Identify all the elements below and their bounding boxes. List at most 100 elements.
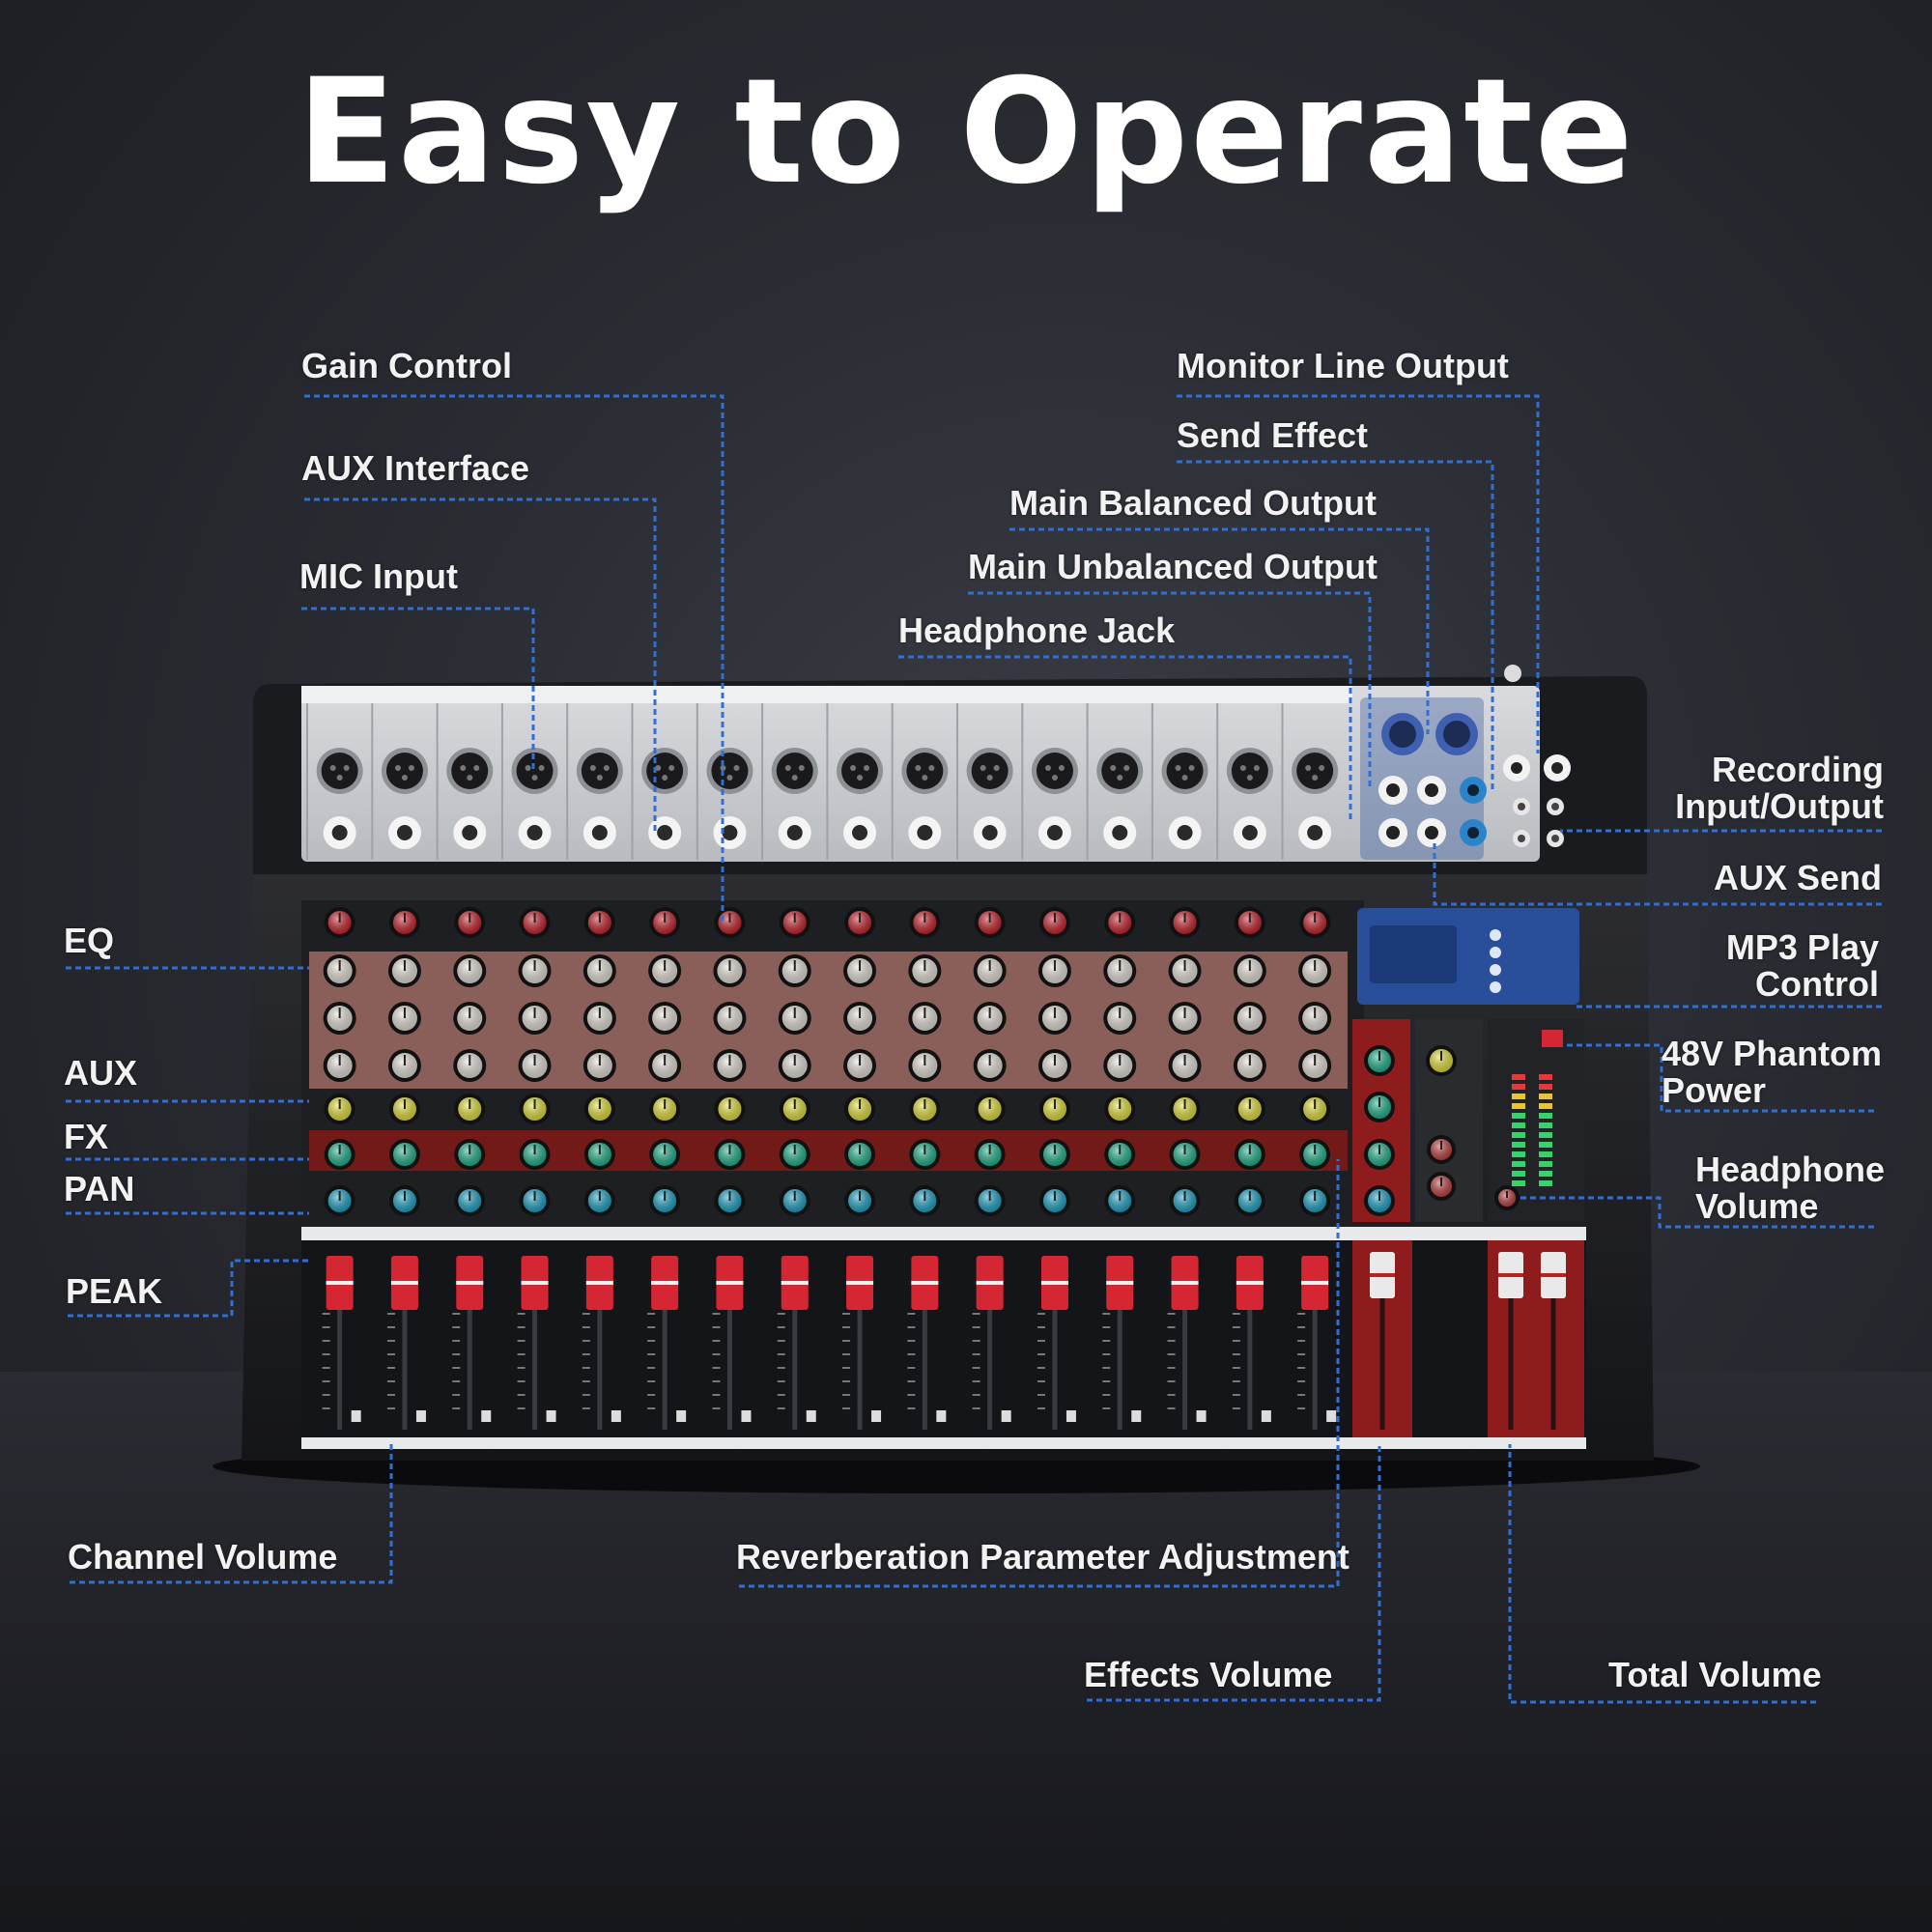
callout-mp3-play-control: MP3 Play Control <box>1642 929 1879 1003</box>
ch1-fader-cap-line <box>326 1281 354 1285</box>
ch3-fader-cap-line <box>456 1281 484 1285</box>
ch13-jack-hole <box>1112 825 1128 840</box>
ch14-xlr-pin1 <box>1188 765 1195 771</box>
ch1-xlr-pin2 <box>336 775 343 781</box>
level-meter-led <box>1539 1084 1552 1090</box>
leader-line-reverb-adjustment <box>739 1159 1340 1588</box>
leader-line-total-volume <box>1508 1444 1816 1704</box>
ch3-xlr-pin0 <box>460 765 467 771</box>
callout-total-volume: Total Volume <box>1608 1655 1822 1694</box>
ch8-fader-cap-line <box>781 1281 809 1285</box>
main-l-fader-cap-line <box>1498 1273 1523 1277</box>
leader-line-gain-control <box>304 394 724 923</box>
ch13-xlr-pin0 <box>1110 765 1117 771</box>
callout-main-balanced-output: Main Balanced Output <box>1009 483 1378 523</box>
callout-headphone-volume: Headphone Volume <box>1695 1151 1885 1225</box>
ch9-fader-cap-line <box>846 1281 874 1285</box>
leader-line-aux-interface <box>304 497 657 833</box>
ch14-peak-button <box>1196 1410 1207 1422</box>
leader-line-main-unbalanced-output <box>968 591 1372 790</box>
level-meter-led <box>1539 1122 1552 1128</box>
ch16-xlr-pin2 <box>1312 775 1319 781</box>
ch5-fader-cap-line <box>585 1281 613 1285</box>
callout-headphone-jack: Headphone Jack <box>898 611 1176 650</box>
level-meter-led <box>1539 1074 1552 1080</box>
callout-headphone-vol-line2: Volume <box>1695 1185 1819 1226</box>
ch8-xlr-socket <box>776 753 813 789</box>
ch8-xlr-pin0 <box>784 765 791 771</box>
ch16-xlr-pin0 <box>1305 765 1312 771</box>
ch1-peak-button <box>351 1410 361 1422</box>
mp3-button-3 <box>1490 964 1501 976</box>
ch4-fader-cap-line <box>521 1281 549 1285</box>
ch9-peak-button <box>871 1410 882 1422</box>
leader-line-headphone-volume <box>1517 1196 1874 1229</box>
level-meter-led <box>1539 1142 1552 1148</box>
main-balanced-xlr-socket-1 <box>1389 721 1416 748</box>
ch12-peak-button <box>1065 1410 1076 1422</box>
ch9-xlr-socket <box>841 753 879 789</box>
monitor-jack-hole-1 <box>1511 762 1522 774</box>
ch15-peak-button <box>1261 1410 1271 1422</box>
ch13-xlr-socket <box>1101 753 1139 789</box>
ch9-xlr-pin0 <box>850 765 857 771</box>
ch1-xlr-socket <box>321 753 358 789</box>
ch9-jack-hole <box>852 825 868 840</box>
ch7-jack-hole <box>722 825 738 840</box>
ch11-xlr-pin1 <box>993 765 1000 771</box>
ch16-xlr-pin1 <box>1319 765 1325 771</box>
phantom-switch <box>1504 665 1521 682</box>
level-meter-led <box>1512 1171 1525 1177</box>
level-meter-led <box>1512 1151 1525 1157</box>
level-meter-led <box>1512 1132 1525 1138</box>
ch13-xlr-pin2 <box>1117 775 1123 781</box>
ch10-xlr-pin0 <box>915 765 922 771</box>
ch5-jack-hole <box>591 825 608 840</box>
leader-line-effects-volume <box>1087 1444 1381 1702</box>
ch4-xlr-pin0 <box>525 765 531 771</box>
callout-recording-io: Recording Input/Output <box>1642 752 1884 825</box>
ch2-peak-button <box>415 1410 426 1422</box>
leader-line-main-balanced-output <box>1009 527 1430 734</box>
callout-aux-interface: AUX Interface <box>301 448 530 488</box>
ch4-xlr-socket <box>516 753 554 789</box>
ch10-xlr-socket <box>906 753 944 789</box>
callout-mp3-line2: Control <box>1755 963 1879 1004</box>
main-balanced-xlr-socket-2 <box>1443 721 1470 748</box>
ch13-xlr-pin1 <box>1123 765 1130 771</box>
ch15-xlr-pin1 <box>1253 765 1260 771</box>
level-meter-led <box>1539 1171 1552 1177</box>
ch3-peak-button <box>481 1410 492 1422</box>
main-r-fader-cap-line <box>1541 1273 1566 1277</box>
mp3-button-2 <box>1490 947 1501 958</box>
ch4-xlr-pin1 <box>538 765 545 771</box>
leader-line-headphone-jack <box>898 655 1352 819</box>
ch6-fader-cap-line <box>651 1281 679 1285</box>
leader-line-peak <box>68 1259 309 1318</box>
level-meter-led <box>1512 1084 1525 1090</box>
ch5-peak-button <box>611 1410 621 1422</box>
ch12-xlr-socket <box>1036 753 1073 789</box>
level-meter-led <box>1539 1132 1552 1138</box>
phantom-led <box>1542 1030 1563 1047</box>
level-meter-led <box>1539 1180 1552 1186</box>
ch13-fader-cap-line <box>1106 1281 1134 1285</box>
level-meter-led <box>1539 1151 1552 1157</box>
ch10-jack-hole <box>917 825 933 840</box>
callout-effects-volume: Effects Volume <box>1084 1655 1333 1694</box>
mp3-button-4 <box>1490 981 1501 993</box>
callout-mic-input: MIC Input <box>299 556 458 596</box>
ch13-peak-button <box>1131 1410 1142 1422</box>
ch7-fader-cap-line <box>716 1281 744 1285</box>
rca-jack-hole-1 <box>1518 803 1525 810</box>
level-meter-led <box>1539 1113 1552 1119</box>
ch8-xlr-pin2 <box>791 775 798 781</box>
callout-eq: EQ <box>64 921 115 960</box>
ch6-xlr-socket <box>646 753 684 789</box>
ch15-jack-hole <box>1241 825 1258 840</box>
ch7-xlr-pin2 <box>726 775 733 781</box>
callout-recording-io-line1: Recording <box>1711 750 1884 789</box>
ch11-jack-hole <box>981 825 998 840</box>
level-meter-led <box>1512 1180 1525 1186</box>
level-meter-led <box>1539 1094 1552 1099</box>
